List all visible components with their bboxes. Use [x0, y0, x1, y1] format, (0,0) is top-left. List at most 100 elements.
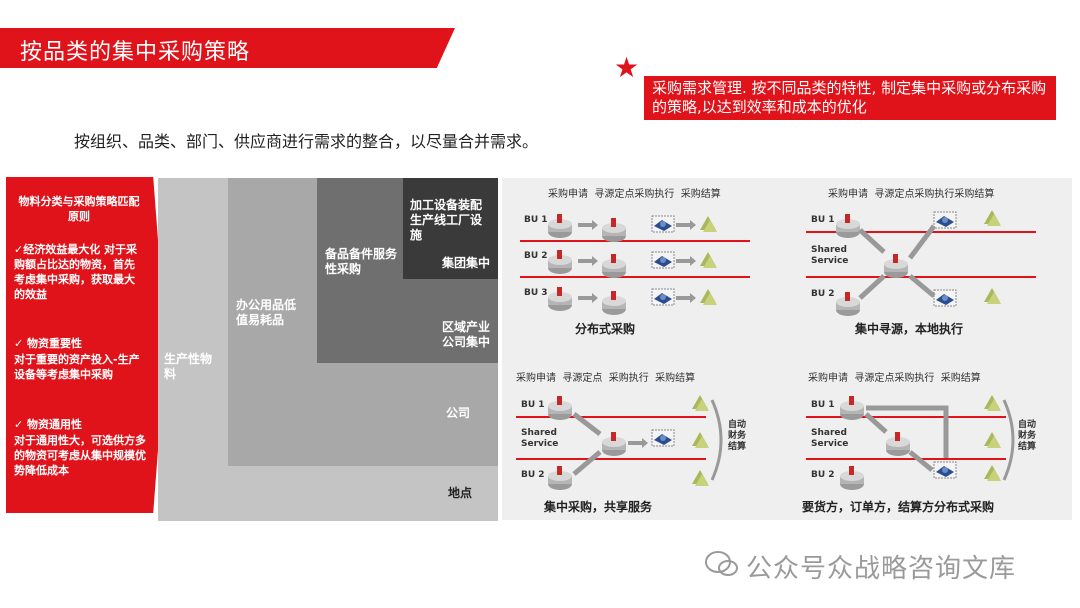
level3-scope: 区域产业公司集中	[442, 320, 491, 349]
arrow-icon	[676, 293, 696, 303]
money-icon	[700, 216, 717, 232]
machine-icon	[602, 291, 626, 315]
loop-arrow	[1002, 399, 1015, 481]
level1-items: 生产性物料	[164, 352, 213, 381]
d2-header: 采购申请 寻源定点采购执行采购结算	[828, 189, 995, 200]
d2-caption: 集中寻源，本地执行	[855, 322, 964, 336]
principle-2-body: 对于重要的资产投入-生产设备等考虑集中采购	[14, 353, 140, 381]
level4-items: 加工设备装配生产线工厂设施	[410, 198, 483, 242]
money-icon	[700, 252, 717, 268]
handshake-icon	[933, 461, 957, 479]
d3-side-note: 自动财务结算	[728, 420, 747, 452]
d1-row-1: BU 1	[524, 215, 548, 225]
box-level-4	[403, 178, 498, 279]
d1-divider-1	[520, 240, 750, 242]
machine-icon	[840, 466, 864, 490]
money-icon	[692, 395, 709, 411]
principle-1: ✓经济效益最大化 对于采购额占比达的物资，首先考虑集中采购，获取最大的效益	[14, 243, 138, 301]
loop-arrow	[710, 399, 723, 481]
procurement-models-panel	[502, 178, 1072, 520]
flow-arrow	[858, 274, 886, 300]
level3-items: 备品备件服务性采购	[325, 247, 398, 276]
money-icon	[700, 289, 717, 305]
arrow-icon	[628, 438, 648, 448]
machine-icon	[884, 254, 908, 278]
subtitle: 按组织、品类、部门、供应商进行需求的整合，以尽量合并需求。	[74, 132, 539, 151]
d4-row-1: BU 1	[811, 400, 835, 410]
handshake-icon	[651, 429, 675, 447]
handshake-icon	[933, 211, 957, 229]
level2-scope: 公司	[446, 406, 471, 420]
wechat-icon	[705, 551, 738, 576]
principle-2-title: ✓ 物资重要性	[14, 337, 83, 350]
handshake-icon	[651, 288, 675, 306]
machine-icon	[836, 214, 860, 238]
machine-icon	[548, 250, 572, 274]
money-icon	[984, 432, 1001, 448]
level1-scope: 地点	[448, 486, 473, 500]
d4-divider-2	[806, 458, 1006, 460]
d1-divider-2	[520, 276, 750, 278]
money-icon	[984, 395, 1001, 411]
flow-arrow	[866, 405, 949, 458]
d3-divider-1	[516, 416, 706, 418]
principles-heading: 物料分类与采购策略匹配原则	[18, 195, 140, 223]
d3-header: 采购申请 寻源定点 采购执行 采购结算	[516, 373, 696, 384]
flow-arrow	[572, 450, 602, 476]
d2-row-3: BU 2	[811, 289, 835, 299]
machine-icon	[840, 396, 864, 420]
machine-icon	[836, 292, 860, 316]
principle-3-body: 对于通用性大，可选供方多的物资可考虑从集中规模优势降低成本	[14, 434, 146, 477]
watermark: 公众号众战略咨询文库	[746, 554, 1017, 584]
flow-arrow	[908, 450, 934, 472]
d4-divider-1	[806, 416, 1006, 418]
d3-divider-2	[516, 458, 706, 460]
callout-box: 采购需求管理. 按不同品类的特性, 制定集中采购或分布采购的策略,以达到效率和成…	[644, 76, 1056, 120]
machine-icon	[602, 432, 626, 456]
arrow-icon	[676, 256, 696, 266]
d2-divider-1	[806, 231, 1036, 233]
arrow-icon	[578, 220, 598, 230]
d1-caption: 分布式采购	[575, 322, 636, 336]
star-icon: ★	[614, 51, 640, 84]
level4-scope: 集团集中	[442, 256, 491, 270]
d3-row-2: Shared Service	[521, 428, 559, 449]
d3-row-1: BU 1	[521, 400, 545, 410]
money-icon	[984, 465, 1001, 481]
money-icon	[692, 432, 709, 448]
machine-icon	[886, 432, 910, 456]
machine-icon	[548, 466, 572, 490]
d1-row-3: BU 3	[524, 288, 548, 298]
machine-icon	[548, 287, 572, 311]
handshake-icon	[651, 251, 675, 269]
machine-icon	[602, 254, 626, 278]
d3-caption: 集中采购，共享服务	[544, 500, 653, 514]
arrow-icon	[676, 220, 696, 230]
d1-header: 采购申请 寻源定点采购执行 采购结算	[548, 189, 721, 200]
flow-arrow	[864, 412, 888, 434]
page-title: 按品类的集中采购策略	[20, 40, 251, 65]
level2-items: 办公用品低值易耗品	[236, 298, 297, 327]
d1-row-2: BU 2	[524, 251, 548, 261]
d4-row-3: BU 2	[811, 470, 835, 480]
title-banner	[0, 28, 455, 68]
arrow-icon	[578, 256, 598, 266]
arrow-icon	[578, 293, 598, 303]
d2-row-2: Shared Service	[811, 245, 849, 266]
d2-row-1: BU 1	[811, 215, 835, 225]
flow-arrow	[908, 224, 936, 260]
flow-arrow	[858, 228, 886, 254]
money-icon	[984, 210, 1001, 226]
flow-arrow	[572, 412, 602, 436]
d4-row-2: Shared Service	[811, 428, 849, 449]
d4-caption: 要货方，订单方，结算方分布式采购	[802, 500, 995, 514]
d3-row-3: BU 2	[521, 470, 545, 480]
handshake-icon	[933, 289, 957, 307]
d2-divider-2	[806, 276, 1036, 278]
handshake-icon	[651, 215, 675, 233]
money-icon	[984, 288, 1001, 304]
flow-arrow	[908, 274, 936, 298]
principles-panel	[6, 177, 166, 513]
machine-icon	[602, 218, 626, 242]
